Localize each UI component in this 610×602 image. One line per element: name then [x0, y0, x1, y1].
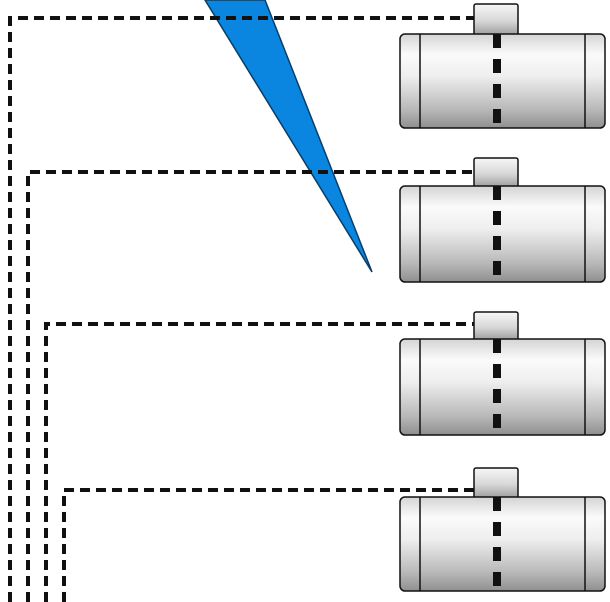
cylinder-sensor-icon: [399, 185, 606, 283]
sensor-cap-icon: [473, 157, 519, 188]
wire-group: [8, 16, 476, 602]
sensor-cap-icon: [473, 311, 519, 341]
sensor-unit-1: [399, 3, 606, 129]
sensor-unit-2: [399, 157, 606, 283]
wire-2: [26, 170, 476, 602]
cylinder-sensor-icon: [399, 338, 606, 436]
cylinder-sensor-icon: [399, 33, 606, 129]
sensor-cap-icon: [473, 467, 519, 499]
sensor-cap-icon: [473, 3, 519, 36]
cylinder-sensor-icon: [399, 496, 606, 592]
signal-beam-icon: [204, 0, 373, 273]
sensor-unit-4: [399, 467, 606, 592]
wire-4: [62, 488, 476, 602]
wire-3: [44, 322, 476, 602]
sensor-unit-3: [399, 311, 606, 436]
wire-1: [8, 16, 476, 602]
